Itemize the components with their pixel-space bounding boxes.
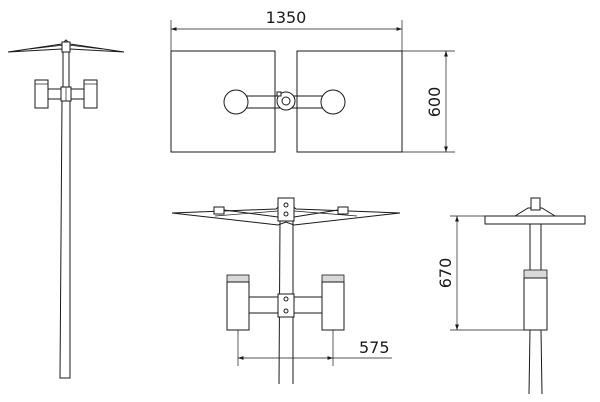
dimension-side-height: 670 <box>436 215 524 331</box>
dimension-front-spacing: 575 <box>237 330 392 366</box>
dimension-top-height: 600 <box>402 50 455 153</box>
front-view <box>171 197 401 385</box>
side-view <box>484 197 586 395</box>
dimension-label-575: 575 <box>359 338 390 357</box>
dimension-label-670: 670 <box>436 258 455 289</box>
dimension-label-600: 600 <box>425 87 444 118</box>
dimension-label-1350: 1350 <box>266 8 307 27</box>
top-view <box>170 50 403 153</box>
full-pole-view <box>7 39 125 379</box>
dimension-top-width: 1350 <box>170 8 403 51</box>
